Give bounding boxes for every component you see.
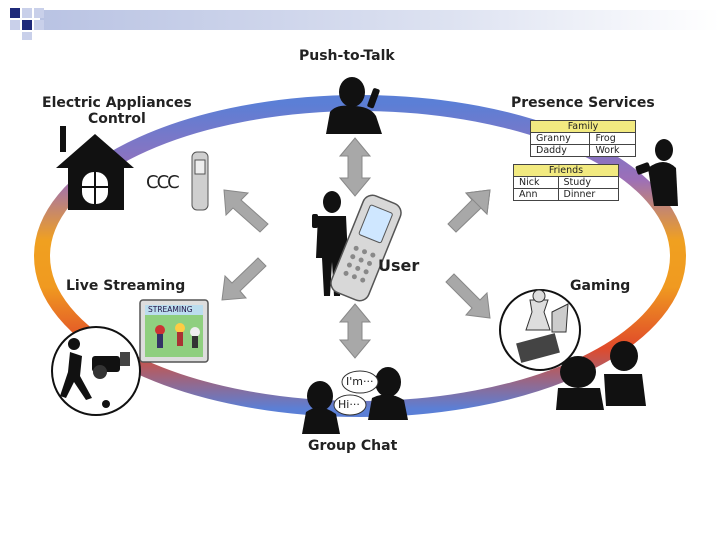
arrow-lower-left [221, 257, 267, 301]
friends-cell: Study [557, 176, 620, 189]
table-row: Ann Dinner [513, 188, 620, 201]
group-chat-people-icon [302, 367, 408, 434]
bubble-hi-text: Hi··· [338, 398, 360, 411]
family-table: Family Granny Frog Daddy Work [529, 120, 636, 157]
friends-cell: Nick [513, 176, 559, 189]
gamers-icon [556, 341, 646, 410]
table-row: Nick Study [513, 176, 620, 189]
streaming-screen-text: STREAMING [148, 305, 193, 314]
arrow-lower-right [445, 273, 491, 319]
chess-icon [499, 289, 581, 371]
table-row: Granny Frog [529, 132, 636, 145]
friends-cell: Dinner [557, 188, 620, 201]
speech-bubbles [333, 370, 379, 416]
gaming-label: Gaming [570, 278, 631, 294]
arrow-upper-left [223, 189, 269, 233]
ccc-signal-label: CCC [146, 172, 180, 193]
friends-cell: Ann [513, 188, 559, 201]
mobile-phone-icon [330, 194, 402, 302]
push-to-talk-label: Push-to-Talk [299, 48, 395, 64]
streaming-screen-icon [139, 299, 209, 363]
friends-table: Friends Nick Study Ann Dinner [513, 164, 620, 201]
arrow-upper-right [447, 189, 491, 233]
football-camera-icon [51, 326, 141, 416]
push-to-talk-person-icon [326, 77, 382, 134]
arrow-down [338, 303, 372, 359]
family-cell: Daddy [529, 144, 591, 157]
table-row: Daddy Work [529, 144, 636, 157]
small-phone-icon [191, 151, 209, 211]
house-icon [56, 126, 134, 210]
user-label: User [378, 256, 420, 275]
family-cell: Frog [589, 132, 636, 145]
bubble-im-text: I'm··· [346, 375, 374, 388]
decorative-top-strip [10, 8, 720, 40]
family-title: Family [530, 120, 636, 133]
live-streaming-label: Live Streaming [66, 278, 186, 294]
friends-title: Friends [513, 164, 619, 177]
family-cell: Granny [529, 132, 591, 145]
electric-appliances-label: Electric Appliances Control [42, 95, 192, 127]
presence-services-label: Presence Services [511, 95, 655, 111]
presence-person-icon [635, 139, 678, 206]
family-cell: Work [589, 144, 636, 157]
group-chat-label: Group Chat [308, 438, 398, 454]
arrow-up [338, 137, 372, 197]
